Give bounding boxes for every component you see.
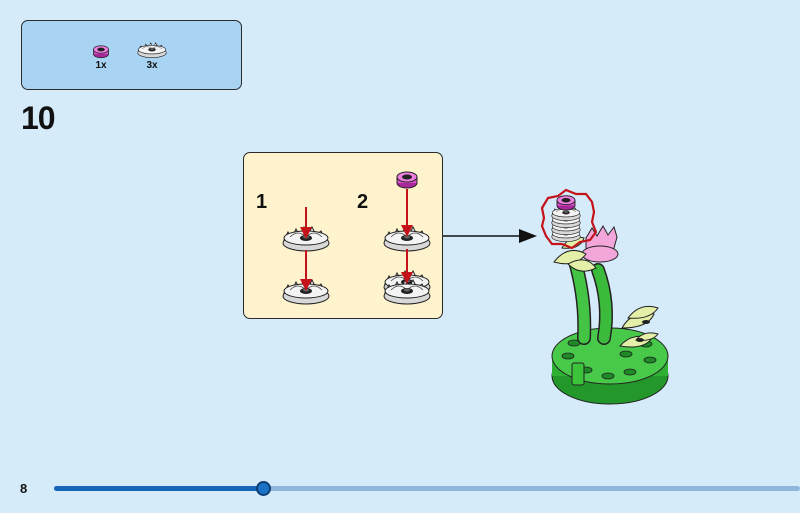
substep-2-illustration (383, 171, 431, 305)
flower-model-illustration (540, 188, 669, 405)
parts-list-item: 3x (135, 40, 169, 71)
substep-callout-box: 1 2 (243, 152, 443, 319)
step-number: 10 (21, 100, 56, 136)
progress-knob[interactable] (255, 481, 271, 496)
part-quantity: 3x (146, 60, 158, 71)
progress-track (54, 481, 800, 496)
callout-arrow (443, 229, 537, 243)
parts-list-box: 1x 3x (21, 20, 242, 90)
pink-round-plate-icon (93, 45, 109, 59)
parts-list-item: 1x (84, 43, 118, 71)
pink-round-plate-icon (396, 171, 418, 189)
substep-number: 2 (357, 191, 369, 213)
substep-1-illustration (282, 207, 330, 305)
substep-number: 1 (256, 191, 268, 213)
progress-fill (54, 486, 263, 491)
part-quantity: 1x (95, 60, 107, 71)
page-number: 8 (20, 481, 28, 496)
white-flower-piece-icon (137, 42, 167, 58)
